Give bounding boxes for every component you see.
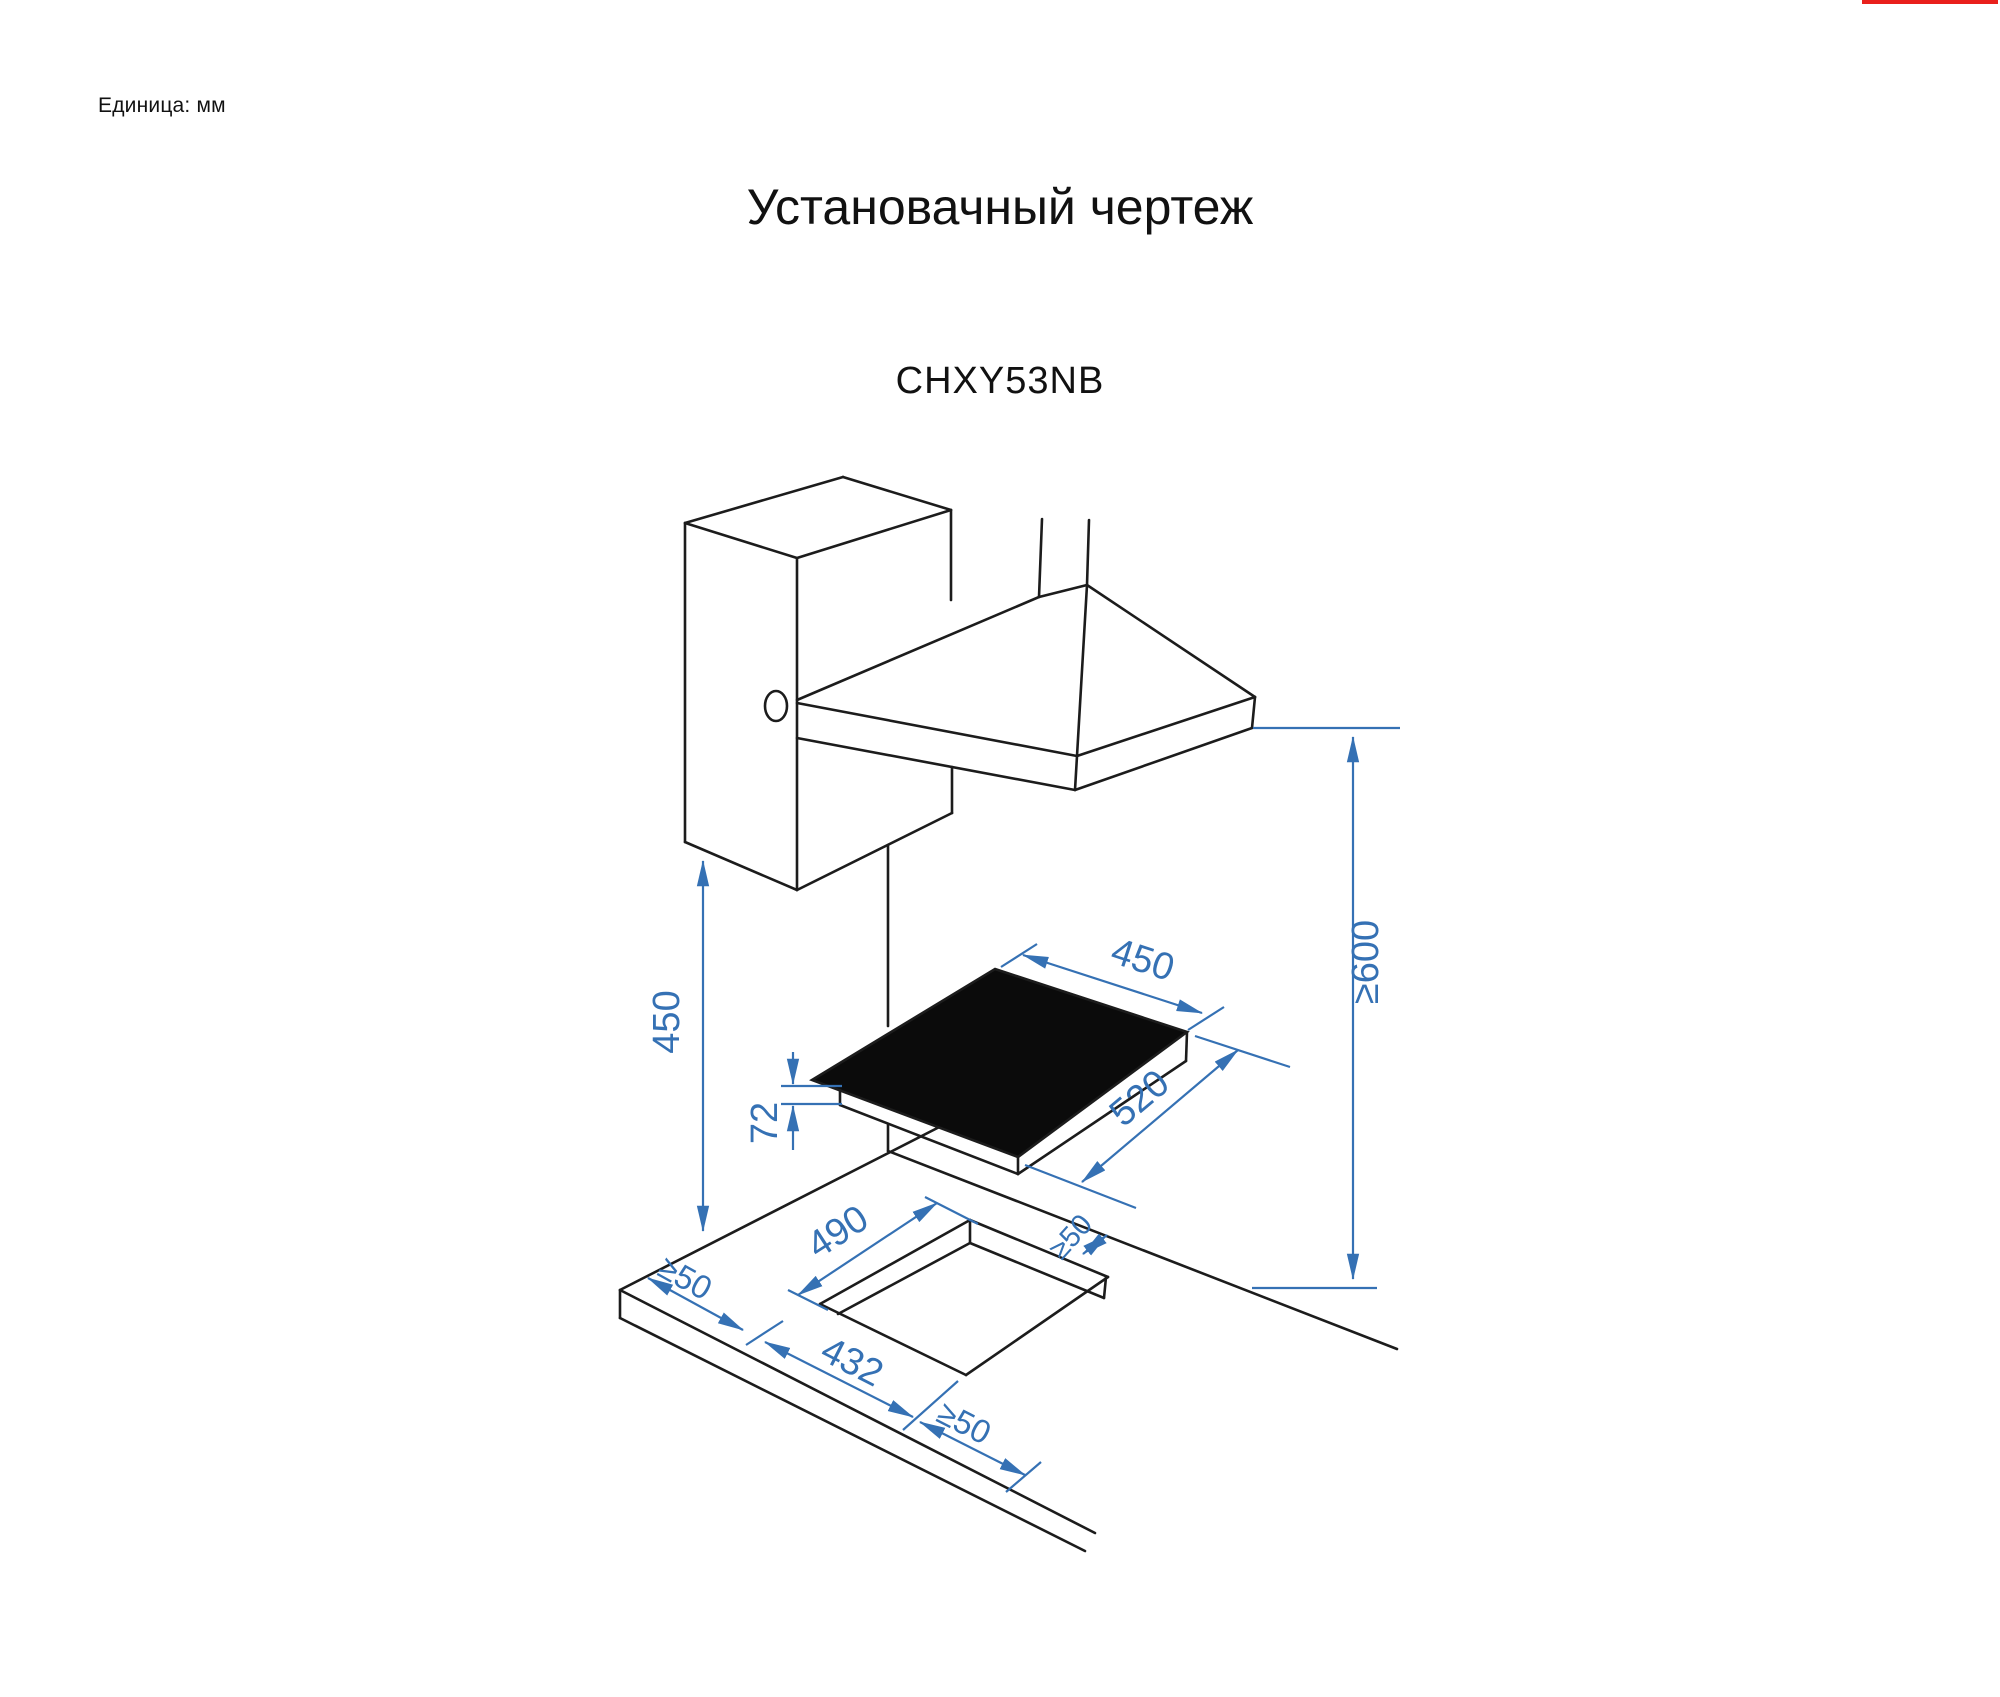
cabinet-bottom-side-edge xyxy=(795,811,954,892)
dim-line-left-clearance xyxy=(647,1277,744,1331)
dim-label-cutout-depth: 490 xyxy=(800,1197,876,1267)
ext-line xyxy=(1024,1163,1137,1210)
hood-band-front-bottom xyxy=(795,736,1077,792)
hood-band-front-top xyxy=(795,701,1079,758)
dim-label-back-clearance: ≥50 xyxy=(1043,1208,1099,1265)
cutout-inner-wall-right xyxy=(968,1241,1106,1300)
hood-canopy-left-slant xyxy=(795,595,1041,702)
cabinet-front-top-edge xyxy=(683,521,799,560)
hood-band-right-top xyxy=(1075,695,1257,758)
ext-line xyxy=(787,1289,829,1311)
wall-cabinet xyxy=(683,475,954,892)
hood-chimney-left xyxy=(1037,517,1044,599)
countertop-back-right-edge xyxy=(886,1149,1399,1351)
cabinet-bottom-front-edge xyxy=(683,840,799,892)
dim-label-front-clearance: ≥50 xyxy=(931,1394,997,1452)
hood-band-front-corner xyxy=(1073,754,1079,792)
countertop-front-bottom-edge xyxy=(618,1316,1087,1553)
cutout-right-corner-depth xyxy=(1102,1275,1108,1300)
countertop-back-left-edge xyxy=(618,1117,957,1292)
cabinet-top-left-edge xyxy=(683,475,845,525)
page-title: Установачный чертеж xyxy=(746,179,1254,235)
cutout-front-left-edge xyxy=(818,1302,968,1377)
accent-bar xyxy=(1862,0,1998,4)
dim-line-front-clearance xyxy=(919,1421,1026,1476)
dim-label-cutout-width: 432 xyxy=(814,1329,890,1395)
ext-line xyxy=(745,1320,784,1346)
dim-label-hob-height: 72 xyxy=(744,1102,786,1144)
ext-line xyxy=(902,1380,959,1431)
cabinet-door-knob xyxy=(763,689,789,723)
hood-canopy-right-slant xyxy=(1085,583,1257,699)
ext-line xyxy=(1000,943,1038,968)
dim-label-cabinet-height: 450 xyxy=(646,990,688,1053)
dim-line-hob-depth xyxy=(1081,1049,1239,1183)
cutout-back-right-edge xyxy=(968,1218,1110,1279)
dim-line-back-clearance xyxy=(1082,1233,1108,1256)
dim-label-hood-clearance: ≥600 xyxy=(1345,920,1387,1004)
dim-line-cutout-depth xyxy=(797,1202,938,1296)
cutout-front-right-edge xyxy=(964,1275,1110,1377)
cutout-inner-wall-left xyxy=(836,1241,972,1316)
hob-body-bottom-left-edge xyxy=(838,1103,1020,1176)
ext-line xyxy=(1005,1461,1042,1493)
ext-line xyxy=(924,1196,979,1225)
induction-hob xyxy=(809,967,1190,1176)
countertop xyxy=(618,1117,1399,1553)
dim-line-cutout-width xyxy=(764,1341,914,1418)
hood-chimney-right xyxy=(1085,518,1091,587)
dim-label-hob-width: 450 xyxy=(1106,930,1179,990)
hood-canopy-front-slant xyxy=(1075,583,1089,758)
hood-chimney-base xyxy=(1037,583,1089,599)
model-number: CHXY53NB xyxy=(895,360,1105,402)
dim-line-hob-width xyxy=(1021,953,1204,1015)
hood-band-right-bottom xyxy=(1073,726,1254,792)
cabinet-top-right-edge xyxy=(795,508,953,560)
countertop-front-top-edge xyxy=(618,1288,1097,1535)
cabinet-top-back-edge xyxy=(841,475,953,512)
hood-band-right-corner xyxy=(1250,695,1257,730)
cooker-hood xyxy=(795,517,1257,792)
hob-body-right-corner xyxy=(1184,1030,1189,1063)
dim-label-left-clearance: ≥50 xyxy=(652,1248,718,1307)
unit-label: Единица: мм xyxy=(98,94,226,117)
ext-line xyxy=(1194,1034,1291,1069)
ext-line xyxy=(1187,1006,1225,1031)
